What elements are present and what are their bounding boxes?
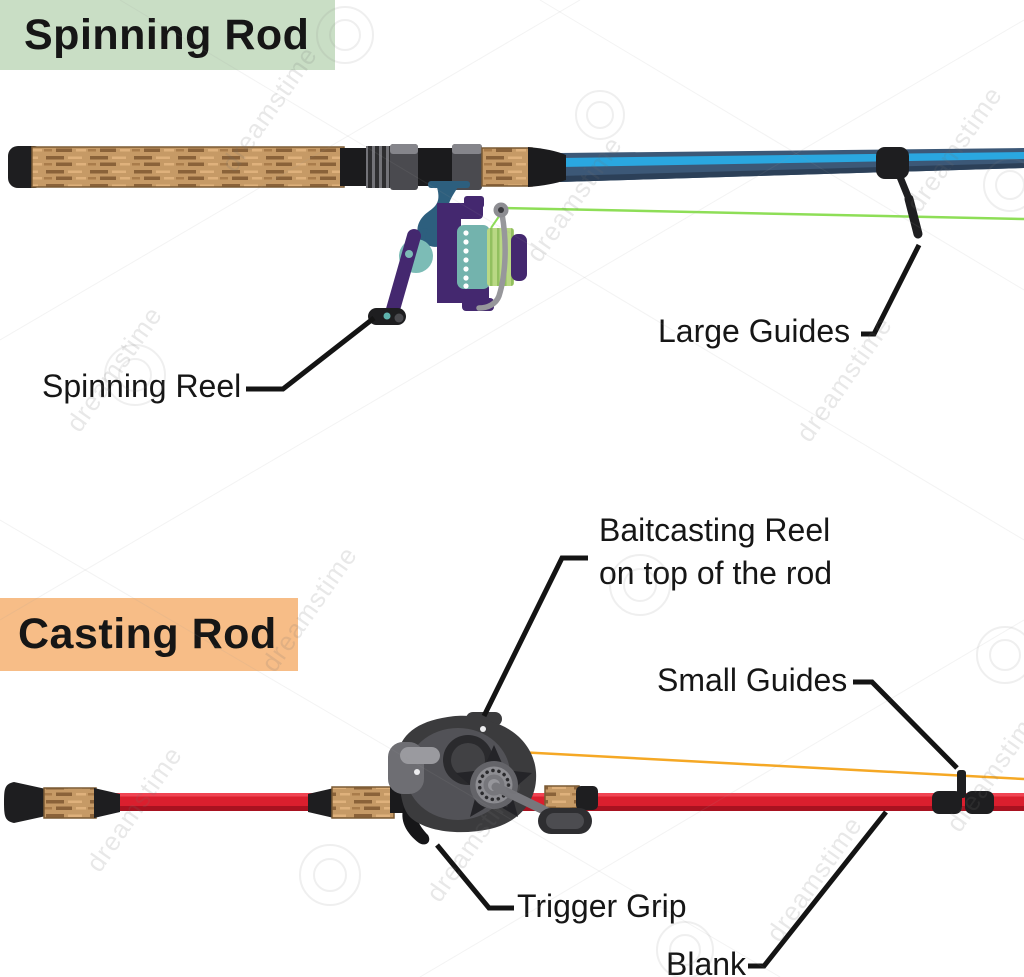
casting-rod-butt-cap [4,782,46,823]
casting-rod-taper-front [308,788,334,818]
large-guides-label: Large Guides [658,313,851,349]
spinning-rod-title: Spinning Rod [0,0,335,70]
spinning-reel-callout [246,316,376,392]
reel-face-plate [457,225,490,289]
reel-face-dots [463,230,469,289]
casting-rod-taper-rear [94,788,120,818]
casting-rod-grip-cork [331,786,395,819]
reel-handle-knob [368,308,406,325]
small-guides-label: Small Guides [657,662,848,698]
baitcasting-reel-label-line1: Baitcasting Reel [599,512,831,548]
casting-rod-foregrip [544,785,580,809]
spinning-rod-cork-handle [31,146,345,188]
reel-bail-wire [476,211,508,311]
casting-fishing-line [517,750,1024,781]
baitcasting-reel-label-line2: on top of the rod [599,555,833,591]
baitcasting-reel-label: Baitcasting Reel on top of the rod [599,509,832,595]
casting-rod-rear-cork [43,787,97,819]
baitcasting-handle-knob [538,808,592,834]
small-guide [932,770,994,814]
casting-rod-illustration [4,712,1024,845]
spinning-rod-illustration [8,144,1024,325]
reel-seat-lock-nut [366,146,390,188]
large-guide [876,147,923,239]
baitcasting-reel [388,712,592,834]
blank-label: Blank [666,946,747,977]
baitcasting-reel-callout [481,555,588,718]
spinning-reel-label: Spinning Reel [42,368,242,404]
large-guides-callout [861,243,922,337]
reel-handle-arm [385,229,421,320]
callout-lines [246,243,959,969]
blank-callout [748,810,888,969]
spinning-rod-foregrip [481,147,533,187]
winding-check-cone [528,147,566,187]
reel-seat-hoods [390,144,482,190]
reel-spool-cap [511,234,527,281]
spinning-reel [368,181,527,325]
spinning-fishing-line [502,206,1024,221]
casting-rod-foregrip-ring [576,786,598,810]
trigger-grip-callout [435,843,514,911]
trigger-grip-label: Trigger Grip [517,888,687,924]
casting-rod-title: Casting Rod [0,598,298,671]
small-guides-callout [853,679,959,770]
